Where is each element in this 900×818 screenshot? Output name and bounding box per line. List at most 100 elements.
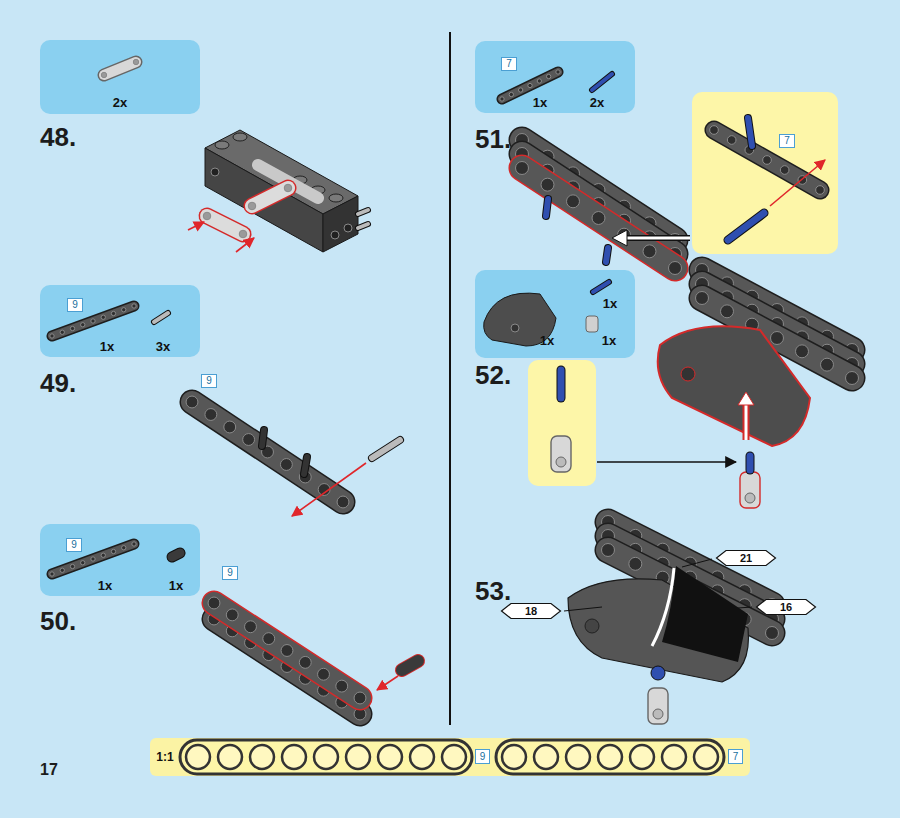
beam-hole	[727, 136, 736, 145]
ruler-hole	[218, 745, 242, 769]
beam-hole	[245, 621, 257, 633]
ruler-hole	[314, 745, 338, 769]
beam-hole	[50, 334, 54, 338]
beam-hole	[101, 553, 105, 557]
parts-panel: 1x1x1x	[475, 270, 635, 358]
step-53-model	[564, 516, 778, 724]
ruler-hole	[442, 745, 466, 769]
beam-body	[52, 306, 134, 336]
panel-hole	[585, 619, 599, 633]
length-callout: 9	[67, 298, 83, 312]
step-number: 52.	[475, 362, 511, 388]
ruler-beam-7	[496, 740, 724, 774]
sticker-callout: 18	[501, 603, 561, 619]
pin-body	[172, 553, 180, 557]
step-48-model	[188, 130, 368, 252]
beam-body	[522, 168, 675, 268]
beam-outline	[52, 544, 134, 574]
sticker-leader	[682, 559, 712, 567]
length-callout: 9	[201, 374, 217, 388]
pin-body	[546, 199, 548, 216]
callout-frame	[223, 567, 238, 580]
panel-part	[484, 293, 556, 346]
ruler-hole	[250, 745, 274, 769]
scale-ruler-shape	[150, 738, 750, 776]
ruler-hole	[502, 745, 526, 769]
pin-body	[358, 210, 368, 214]
steps-artwork	[186, 32, 858, 725]
sticker-callout: 16	[756, 599, 816, 615]
beam-hole	[132, 304, 136, 308]
panel-ground	[40, 40, 200, 114]
beam-hole	[91, 557, 95, 561]
sticker-leader	[724, 607, 752, 609]
transfer-arrow	[624, 237, 690, 240]
step-number: 50.	[40, 608, 76, 634]
blue-pin-end	[651, 666, 665, 680]
panel-ground	[40, 524, 200, 596]
beam-hole	[519, 88, 523, 92]
pin-outline	[172, 553, 180, 557]
pin-outline	[304, 457, 307, 474]
length-callout: 7	[501, 57, 517, 71]
beam-hole	[122, 308, 126, 312]
connector-part	[740, 472, 760, 508]
callout-frame	[202, 375, 217, 388]
brick-hole	[344, 224, 352, 232]
quantity: 3x	[156, 340, 170, 353]
beam-hole	[816, 186, 825, 195]
sticker-diamond	[717, 551, 776, 566]
step-50-model	[208, 597, 418, 720]
pin-body	[747, 456, 754, 470]
quantity: 1x	[533, 96, 547, 109]
beam-hole	[101, 315, 105, 319]
up-arrow-edge	[743, 404, 750, 440]
beam-hole	[248, 202, 256, 210]
callout-number: 18	[525, 606, 537, 617]
panel-ground	[40, 285, 200, 357]
callout-frame	[476, 750, 490, 764]
sticker-callout: 21	[716, 550, 776, 566]
sticker-stripe	[652, 568, 674, 646]
beam-hole	[122, 546, 126, 550]
pin-outline	[372, 440, 400, 458]
beam-hole	[111, 549, 115, 553]
ruler-ground	[150, 738, 750, 776]
beam-hole	[766, 627, 779, 640]
pin-outline	[748, 118, 752, 146]
scale-ruler: 1:197	[150, 738, 750, 776]
subassembly-box	[692, 92, 838, 254]
pin-outline	[358, 210, 368, 214]
beam-hole	[281, 645, 293, 657]
step-number: 53.	[475, 578, 511, 604]
quantity: 1x	[169, 579, 183, 592]
assembly-arrow	[188, 222, 204, 230]
quantity: 2x	[590, 96, 604, 109]
beam-hole	[81, 323, 85, 327]
beam-hole	[203, 212, 211, 220]
callout-frame	[729, 750, 743, 764]
parts-panel: 2x	[40, 40, 200, 114]
callout-number: 7	[784, 136, 790, 146]
pin-outline	[154, 313, 168, 322]
brick-side	[323, 196, 358, 252]
length-callout: 7	[728, 749, 743, 764]
callout-frame	[68, 299, 83, 312]
subassembly-box	[528, 360, 596, 486]
beam-outline	[522, 168, 675, 268]
quantity: 1x	[100, 340, 114, 353]
connector-part	[551, 436, 571, 472]
pin-body	[748, 118, 752, 146]
beam-hole	[132, 542, 136, 546]
beam-hole	[763, 156, 772, 165]
connector-part	[586, 316, 598, 332]
beam-hole	[50, 572, 54, 576]
beam-hole	[224, 421, 236, 433]
ruler-hole	[378, 745, 402, 769]
beam-hole	[541, 178, 554, 191]
pin-outline	[402, 661, 418, 670]
beam-outline	[252, 188, 288, 206]
beam-body	[207, 216, 243, 234]
